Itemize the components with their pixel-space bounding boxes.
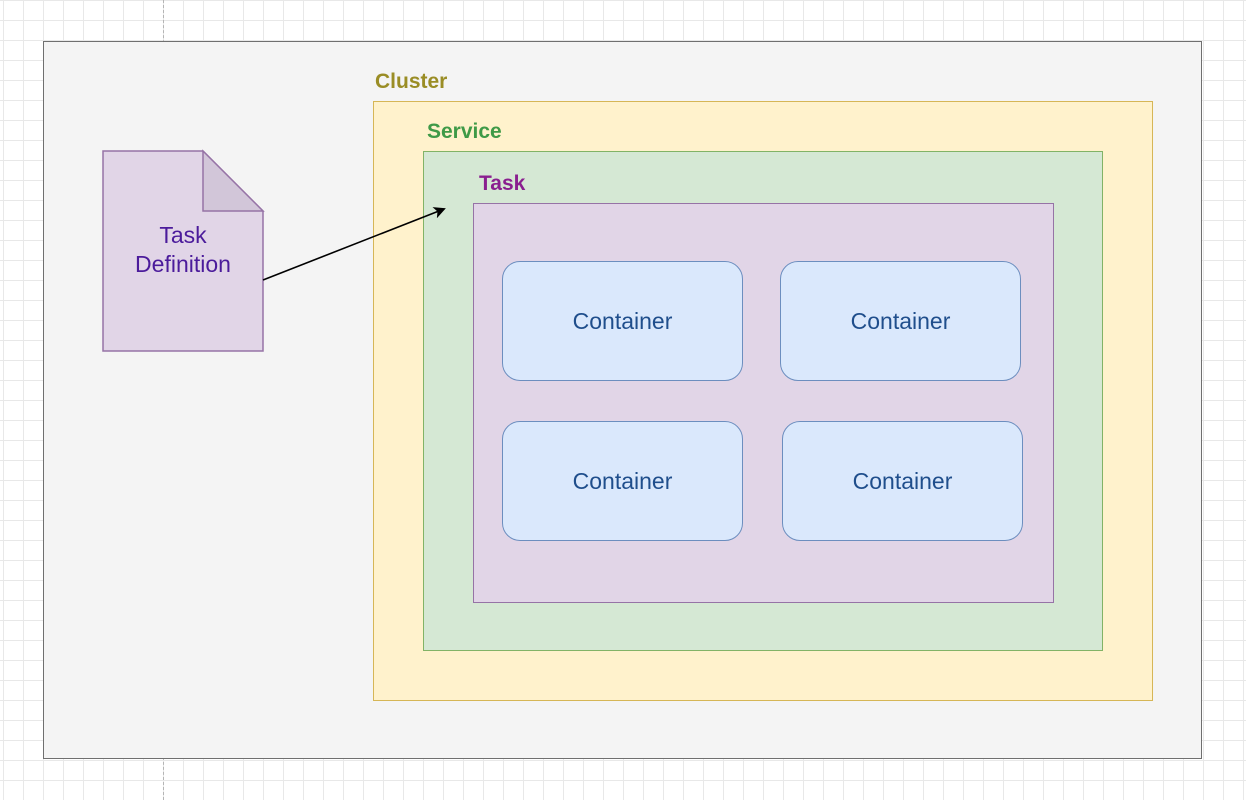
container-label: Container [850,307,951,334]
task-definition-label: Task Definition [103,221,263,279]
service-label: Service [427,120,502,143]
container-label: Container [572,467,673,494]
task-definition-line: Task [159,222,207,248]
task-label: Task [479,172,526,195]
container-label: Container [852,467,953,494]
container-box[interactable]: Container [502,261,743,381]
container-box[interactable]: Container [780,261,1021,381]
container-box[interactable]: Container [782,421,1023,541]
cluster-label: Cluster [375,70,448,93]
container-label: Container [572,307,673,334]
task-definition-line: Definition [135,251,231,277]
container-box[interactable]: Container [502,421,743,541]
